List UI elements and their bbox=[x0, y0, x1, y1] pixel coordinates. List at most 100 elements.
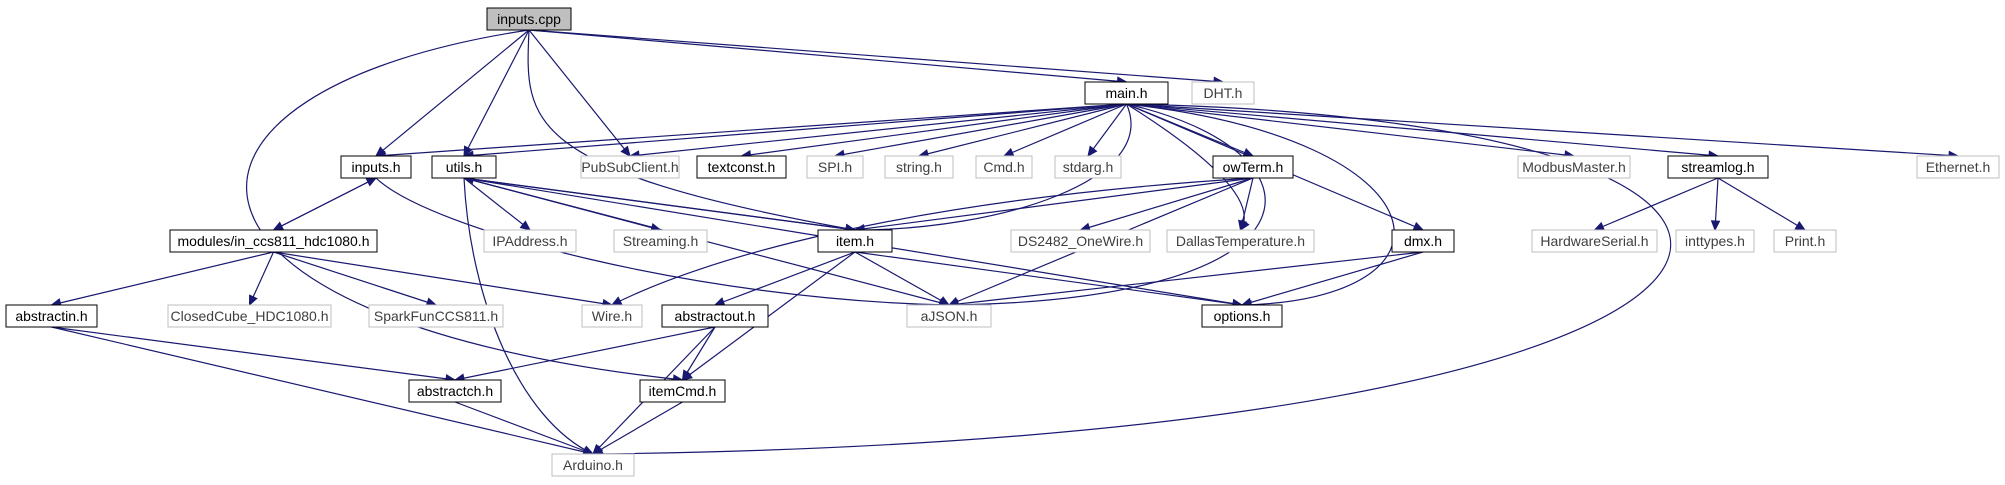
edge-streamlog_h-to-inttypes_h bbox=[1710, 177, 1721, 232]
node-modules-h[interactable]: modules/in_ccs811_hdc1080.h bbox=[169, 229, 378, 253]
edge-line bbox=[375, 177, 950, 306]
node-label: PubSubClient.h bbox=[581, 159, 678, 175]
edge-owterm_h-to-ds2482_h bbox=[1079, 177, 1254, 232]
node-box bbox=[483, 229, 577, 253]
arrow-head-icon bbox=[681, 369, 692, 382]
edge-streamlog_h-to-print_h bbox=[1717, 177, 1807, 231]
node-label: textconst.h bbox=[708, 159, 776, 175]
node-box bbox=[581, 304, 643, 328]
node-itemcmd-h[interactable]: itemCmd.h bbox=[639, 379, 726, 403]
edge-main_h-to-streamlog_h bbox=[1126, 103, 1720, 160]
edge-line bbox=[1594, 177, 1719, 231]
node-box bbox=[1531, 229, 1658, 253]
node-closedcube-h: ClosedCube_HDC1080.h bbox=[167, 304, 332, 328]
edge-modules_h-to-abstractin_h bbox=[50, 251, 274, 308]
edge-line bbox=[1087, 103, 1127, 157]
edge-line bbox=[375, 103, 1127, 157]
node-box bbox=[806, 155, 864, 179]
arrow-head-icon bbox=[463, 145, 473, 158]
arrow-head-icon bbox=[591, 445, 604, 455]
arrow-head-icon bbox=[1238, 219, 1248, 232]
edge-abstractch_h-to-arduino_h bbox=[454, 401, 595, 456]
edge-abstractout_h-to-itemcmd_h bbox=[681, 326, 716, 382]
node-dht-h: DHT.h bbox=[1191, 81, 1255, 105]
edge-line bbox=[246, 29, 683, 381]
node-label: Streaming.h bbox=[623, 233, 698, 249]
edge-line bbox=[528, 29, 1127, 83]
node-ajson-h: aJSON.h bbox=[906, 304, 992, 328]
edge-inputs_cpp-to-dht_h bbox=[528, 29, 1225, 87]
edge-itemcmd_h-to-arduino_h bbox=[591, 401, 683, 455]
node-box bbox=[1010, 229, 1151, 253]
edge-line bbox=[834, 103, 1127, 157]
node-box bbox=[1084, 81, 1169, 105]
edge-line bbox=[273, 251, 437, 306]
node-label: ClosedCube_HDC1080.h bbox=[171, 308, 329, 324]
node-abstractout-h[interactable]: abstractout.h bbox=[661, 304, 769, 328]
node-box bbox=[1166, 229, 1315, 253]
edge-modules_h-to-inputs_h bbox=[273, 177, 378, 231]
node-owterm-h[interactable]: owTerm.h bbox=[1212, 155, 1294, 179]
node-label: main.h bbox=[1105, 85, 1147, 101]
node-sparkfun-h: SparkFunCCS811.h bbox=[368, 304, 504, 328]
edge-dmx_h-to-options_h bbox=[1240, 251, 1424, 307]
node-label: aJSON.h bbox=[921, 308, 978, 324]
node-label: SparkFunCCS811.h bbox=[374, 308, 498, 324]
edge-main_h-to-options_h bbox=[1126, 103, 1395, 310]
edge-line bbox=[248, 251, 275, 306]
edges-layer bbox=[50, 29, 1960, 459]
node-box bbox=[1675, 229, 1755, 253]
edge-item_h-to-utils_h bbox=[462, 174, 856, 231]
edge-line bbox=[463, 177, 594, 455]
node-box bbox=[817, 229, 893, 253]
node-label: abstractin.h bbox=[15, 308, 87, 324]
node-dmx-h[interactable]: dmx.h bbox=[1391, 229, 1455, 253]
nodes-layer: inputs.cpp main.h DHT.h inputs.h utils.h PubS… bbox=[5, 7, 2000, 477]
node-options-h[interactable]: options.h bbox=[1201, 304, 1283, 328]
edge-item_h-to-options_h bbox=[854, 251, 1244, 309]
node-streamlog-h[interactable]: streamlog.h bbox=[1667, 155, 1769, 179]
arrow-head-icon bbox=[1593, 221, 1606, 231]
node-box bbox=[1517, 155, 1631, 179]
node-label: Print.h bbox=[1785, 233, 1825, 249]
edge-line bbox=[629, 103, 1127, 157]
node-utils-h[interactable]: utils.h bbox=[431, 155, 497, 179]
node-inputs-h[interactable]: inputs.h bbox=[340, 155, 412, 179]
node-label: ModbusMaster.h bbox=[1522, 159, 1626, 175]
node-label: DS2482_OneWire.h bbox=[1018, 233, 1143, 249]
node-label: options.h bbox=[1214, 308, 1271, 324]
node-item-h[interactable]: item.h bbox=[817, 229, 893, 253]
node-label: Arduino.h bbox=[563, 457, 623, 473]
node-streaming-h: Streaming.h bbox=[613, 229, 708, 253]
edge-item_h-to-abstractout_h bbox=[713, 251, 856, 307]
node-inputs-cpp: inputs.cpp bbox=[486, 7, 572, 31]
node-label: utils.h bbox=[446, 159, 483, 175]
node-label: inputs.h bbox=[351, 159, 400, 175]
node-abstractch-h[interactable]: abstractch.h bbox=[408, 379, 502, 403]
edge-line bbox=[1126, 103, 1959, 157]
node-abstractin-h[interactable]: abstractin.h bbox=[5, 304, 98, 328]
edge-inputs_cpp-to-item_h bbox=[527, 29, 857, 234]
node-box bbox=[1212, 155, 1294, 179]
node-pubsubclient-h: PubSubClient.h bbox=[580, 155, 680, 179]
node-textconst-h[interactable]: textconst.h bbox=[696, 155, 787, 179]
arrow-head-icon bbox=[1002, 147, 1015, 157]
edge-inputs_cpp-to-main_h bbox=[528, 29, 1128, 86]
edge-main_h-to-utils_h bbox=[462, 103, 1127, 161]
node-print-h: Print.h bbox=[1773, 229, 1837, 253]
node-label: DHT.h bbox=[1204, 85, 1243, 101]
node-string-h: string.h bbox=[884, 155, 954, 179]
node-ds2482-h: DS2482_OneWire.h bbox=[1010, 229, 1151, 253]
node-main-h[interactable]: main.h bbox=[1084, 81, 1169, 105]
arrow-head-icon bbox=[1412, 221, 1425, 231]
edge-line bbox=[714, 251, 856, 306]
arrow-head-icon bbox=[1710, 220, 1721, 232]
edge-main_h-to-spi_h bbox=[833, 103, 1127, 160]
edge-line bbox=[1080, 177, 1254, 231]
edge-line bbox=[741, 103, 1127, 157]
arrow-head-icon bbox=[519, 220, 531, 231]
edge-line bbox=[854, 251, 1243, 306]
edge-line bbox=[463, 103, 1127, 157]
edge-line bbox=[527, 29, 856, 231]
edge-main_h-to-cmd_h bbox=[1002, 103, 1127, 157]
